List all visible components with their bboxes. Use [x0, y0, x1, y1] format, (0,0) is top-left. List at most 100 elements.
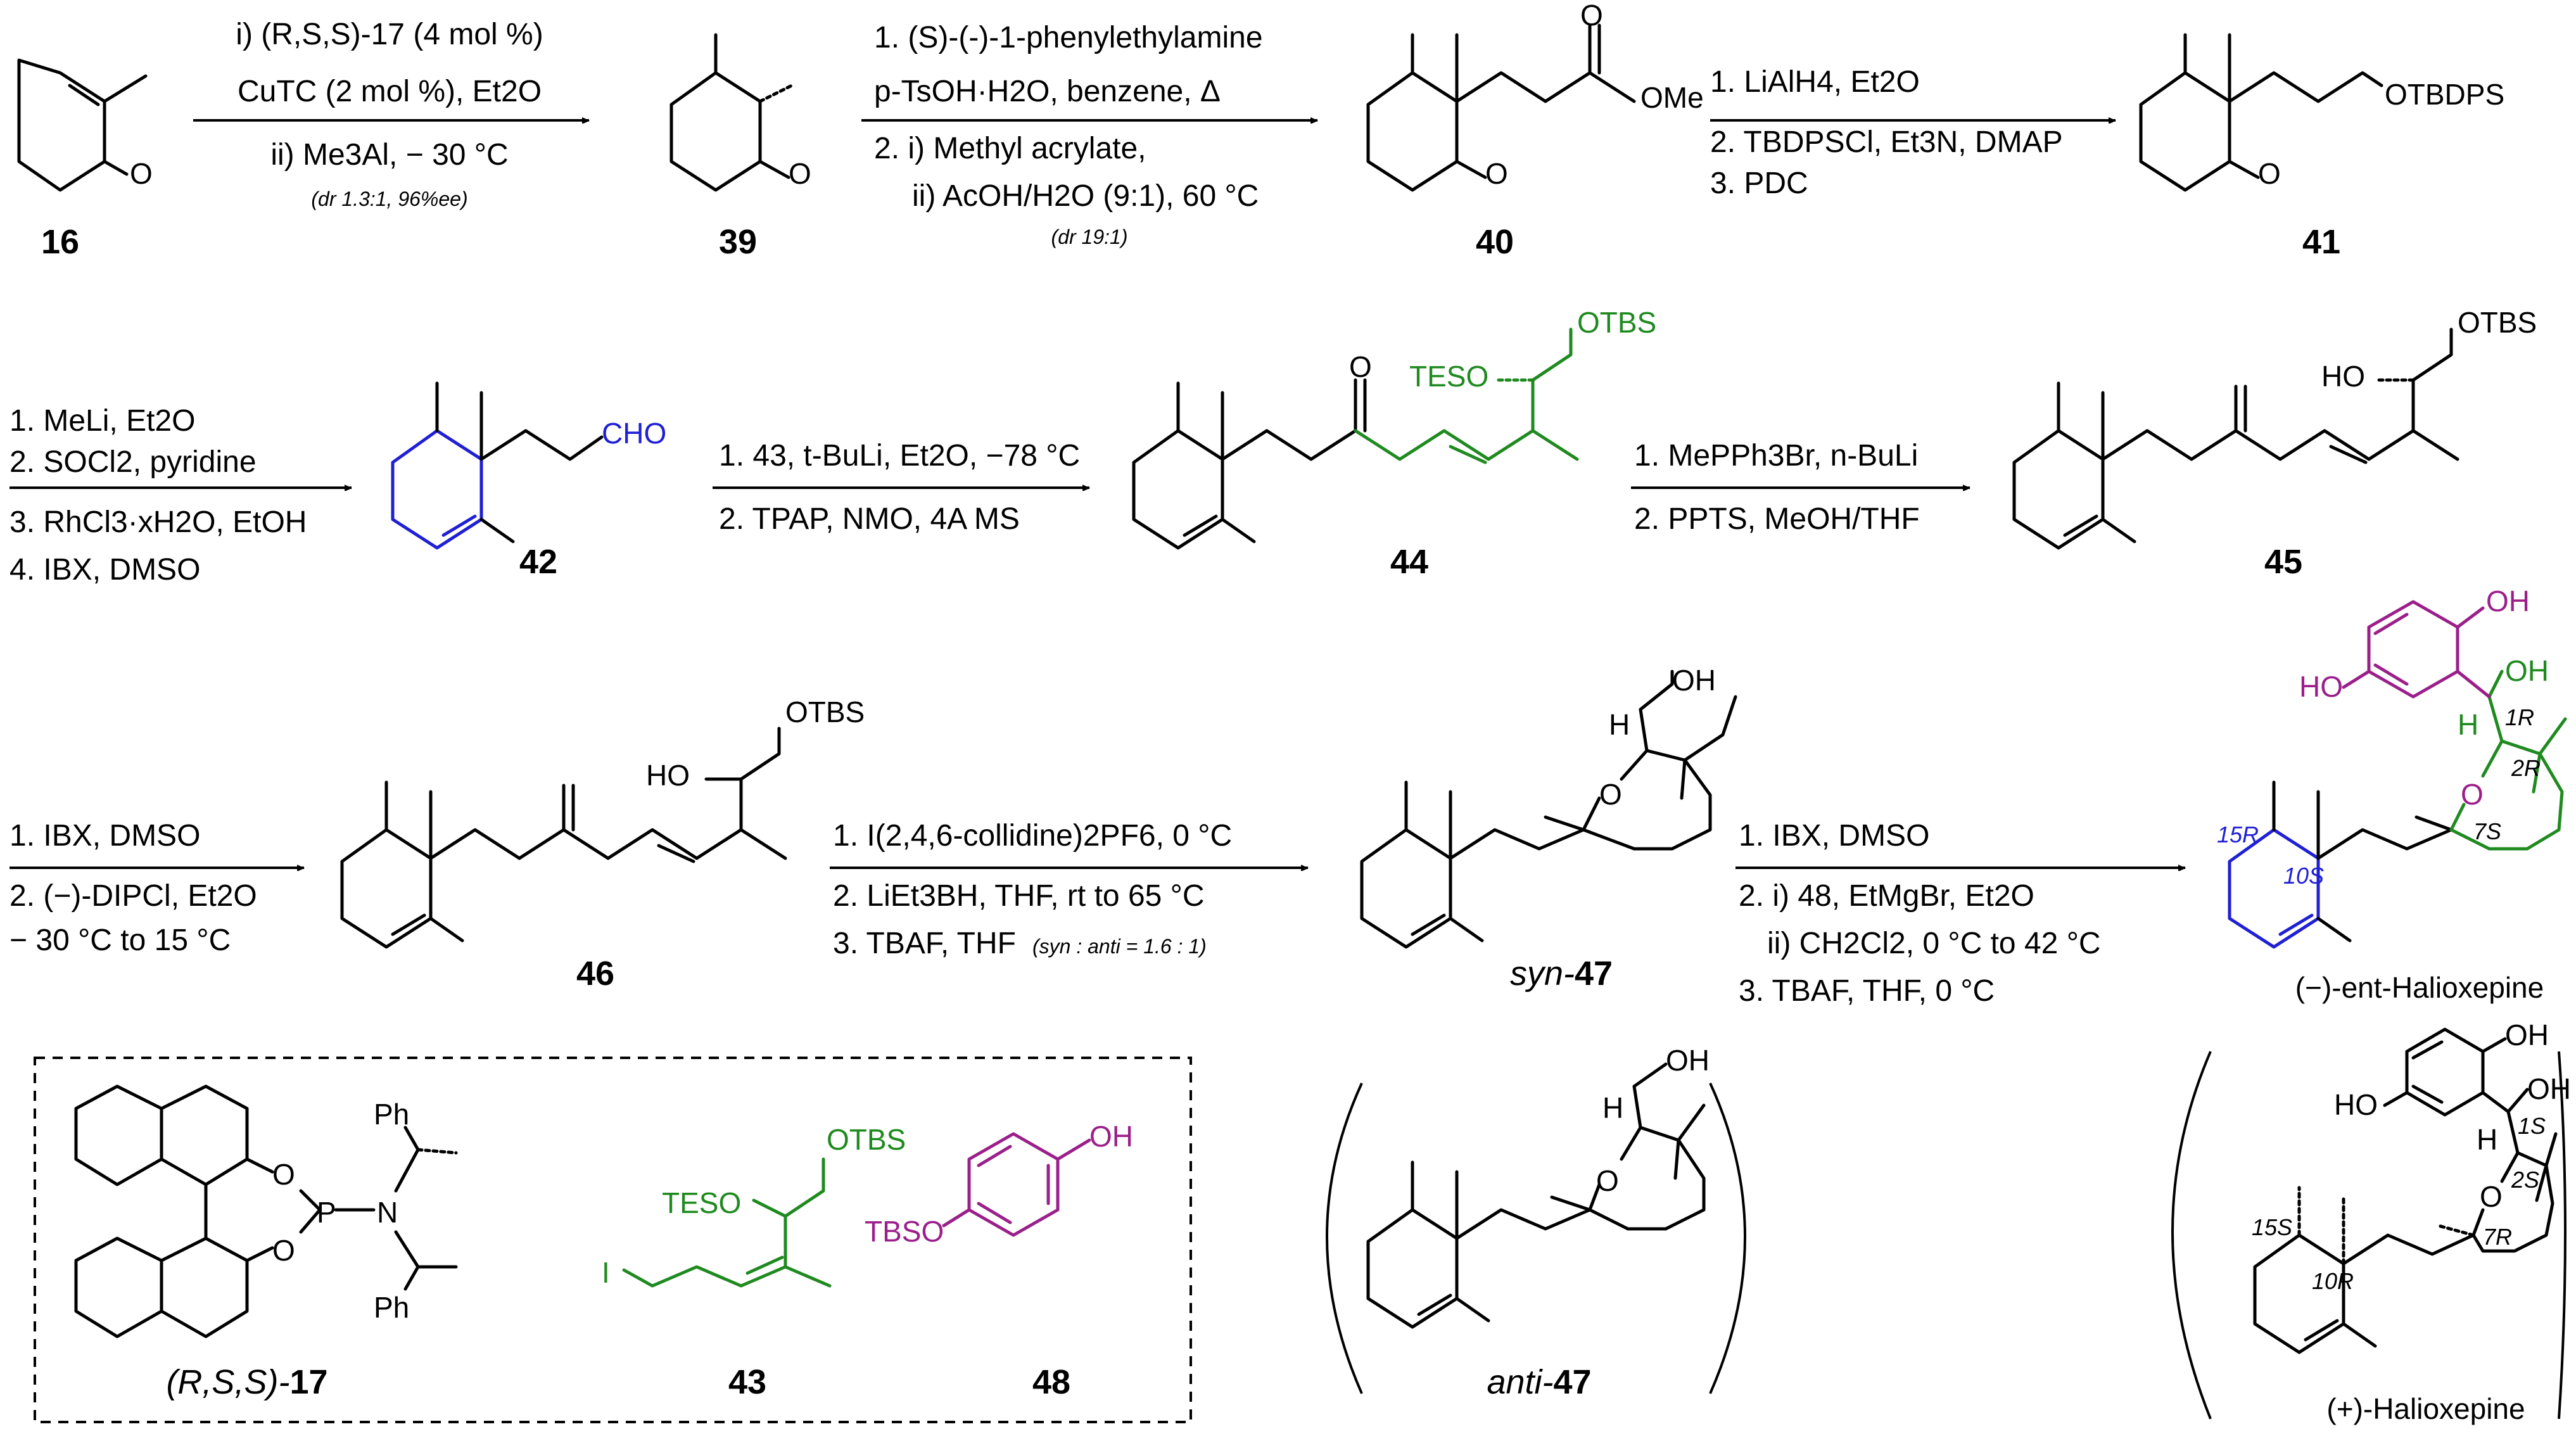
compound-ent-halioxepine: OH HO OH H O 1R 2R 7S 10S 15R [2217, 585, 2567, 949]
atom-Ph: Ph [374, 1291, 409, 1324]
paren-right-anti47 [1709, 1083, 1746, 1394]
atom-I: I [602, 1256, 610, 1289]
reaction-arrow-4: 1. MeLi, Et2O 2. SOCl2, pyridine 3. RhCl… [10, 404, 352, 587]
compound-48: OH TBSO [865, 1120, 1133, 1248]
paren-left-anti47 [1326, 1083, 1363, 1394]
reaction-arrow-5: 1. 43, t-BuLi, Et2O, −78 °C 2. TPAP, NMO… [713, 439, 1089, 536]
compound-syn-47: O H OH [1360, 664, 1737, 949]
reaction-arrow-7: 1. IBX, DMSO 2. (−)-DIPCl, Et2O − 30 °C … [10, 819, 304, 957]
step7-line2: 2. (−)-DIPCl, Et2O [10, 879, 257, 913]
compound-41: O OTBDPS [2139, 33, 2504, 192]
atom-OTBS: OTBS [1577, 306, 1656, 339]
stereo-7R: 7R [2483, 1224, 2512, 1250]
compound-44: O TESO OTBS [1132, 306, 1656, 550]
label-48: 48 [1032, 1363, 1070, 1401]
label-17-num: 17 [289, 1363, 327, 1401]
label-syn-47-num: 47 [1575, 955, 1613, 993]
atom-OH: OH [1089, 1120, 1133, 1153]
atom-H: H [2458, 708, 2478, 741]
atom-O: O [1580, 0, 1603, 32]
label-42: 42 [519, 543, 557, 581]
compound-39: O [669, 33, 811, 192]
stereo-10R: 10R [2312, 1268, 2354, 1294]
label-40: 40 [1476, 223, 1514, 261]
compound-40: O O OMe [1366, 0, 1704, 192]
step6-line2: 2. PPTS, MeOH/THF [1634, 502, 1920, 536]
atom-OH: OH [2505, 1019, 2549, 1051]
stereo-15S: 15S [2252, 1214, 2292, 1240]
atom-O: O [789, 157, 811, 190]
stereo-2R: 2R [2511, 755, 2541, 781]
step9-line2: 2. i) 48, EtMgBr, Et2O [1739, 879, 2034, 913]
atom-O: O [2461, 778, 2484, 811]
step7-line3: − 30 °C to 15 °C [10, 924, 231, 957]
label-17: (R,S,S)-17 [166, 1363, 327, 1401]
step5-line1: 1. 43, t-BuLi, Et2O, −78 °C [719, 439, 1080, 473]
label-anti-47-prefix: anti- [1487, 1363, 1553, 1401]
step1-line2: CuTC (2 mol %), Et2O [238, 75, 542, 108]
atom-HO: HO [2321, 360, 2365, 393]
compound-17: O O P N Ph Ph [74, 1084, 458, 1338]
paren-left-halioxepine [2171, 1051, 2212, 1419]
stereo-7S: 7S [2473, 818, 2501, 844]
atom-OH: OH [1666, 1044, 1710, 1077]
atom-TBSO: TBSO [865, 1215, 944, 1248]
label-41: 41 [2302, 223, 2340, 261]
step2-line2: p-TsOH·H2O, benzene, Δ [874, 75, 1221, 108]
atom-HO: HO [646, 759, 690, 792]
compound-16: O [17, 58, 153, 192]
step4-line3: 3. RhCl3·xH2O, EtOH [10, 505, 307, 539]
label-syn-47: syn-47 [1510, 955, 1613, 993]
step9-line1: 1. IBX, DMSO [1739, 819, 1929, 853]
atom-O: O [1599, 778, 1622, 811]
label-39: 39 [719, 223, 757, 261]
step2-line3: 2. i) Methyl acrylate, [874, 132, 1146, 165]
label-16: 16 [41, 223, 79, 261]
step2-line4: ii) AcOH/H2O (9:1), 60 °C [912, 179, 1259, 213]
atom-TESO: TESO [1409, 360, 1488, 393]
atom-HO: HO [2334, 1088, 2378, 1121]
atom-N: N [377, 1196, 398, 1229]
atom-H: H [2477, 1123, 2497, 1156]
stereo-2S: 2S [2511, 1167, 2539, 1193]
stereo-10S: 10S [2283, 863, 2324, 889]
atom-OH: OH [2505, 654, 2549, 687]
atom-O: O [272, 1234, 295, 1267]
step4-line1: 1. MeLi, Et2O [10, 404, 195, 438]
atom-TESO: TESO [662, 1186, 741, 1219]
step4-line2: 2. SOCl2, pyridine [10, 445, 257, 479]
atom-O: O [1349, 350, 1372, 383]
label-45: 45 [2264, 543, 2302, 581]
atom-OH: OH [2527, 1072, 2571, 1105]
atom-HO: HO [2299, 670, 2343, 703]
atom-H: H [1609, 708, 1630, 741]
reaction-arrow-8: 1. I(2,4,6-collidine)2PF6, 0 °C 2. LiEt3… [830, 819, 1308, 960]
compound-43: I TESO OTBS [602, 1123, 906, 1289]
step3-line2: 2. TBDPSCl, Et3N, DMAP [1710, 125, 2063, 159]
atom-H: H [1602, 1091, 1623, 1124]
atom-OTBS: OTBS [827, 1123, 906, 1156]
label-halioxepine: (+)-Halioxepine [2326, 1392, 2525, 1425]
step5-line2: 2. TPAP, NMO, 4A MS [719, 502, 1020, 536]
compound-42: CHO [391, 381, 666, 550]
label-46: 46 [576, 955, 614, 993]
label-17-prefix: (R,S,S)- [166, 1363, 289, 1401]
atom-OTBS: OTBS [2458, 306, 2537, 339]
paren-right-halioxepine [2558, 1051, 2566, 1419]
atom-OTBDPS: OTBDPS [2385, 78, 2504, 111]
atom-O: O [272, 1158, 295, 1191]
step6-line1: 1. MePPh3Br, n-BuLi [1634, 439, 1918, 473]
label-syn-47-prefix: syn- [1510, 955, 1575, 993]
atom-OTBS: OTBS [785, 695, 865, 728]
compound-anti-47: O H OH [1366, 1044, 1710, 1329]
step9-line4: 3. TBAF, THF, 0 °C [1739, 974, 1995, 1008]
step8-line3: 3. TBAF, THF [833, 927, 1016, 960]
reaction-arrow-1: i) (R,S,S)-17 (4 mol %) CuTC (2 mol %), … [193, 18, 589, 210]
step2-line1: 1. (S)-(-)-1-phenylethylamine [874, 21, 1263, 54]
reagent-box [34, 1057, 1192, 1423]
stereo-15R: 15R [2217, 822, 2259, 848]
step8-line1: 1. I(2,4,6-collidine)2PF6, 0 °C [833, 819, 1232, 853]
step4-line4: 4. IBX, DMSO [10, 553, 200, 587]
atom-OH: OH [1672, 664, 1716, 697]
